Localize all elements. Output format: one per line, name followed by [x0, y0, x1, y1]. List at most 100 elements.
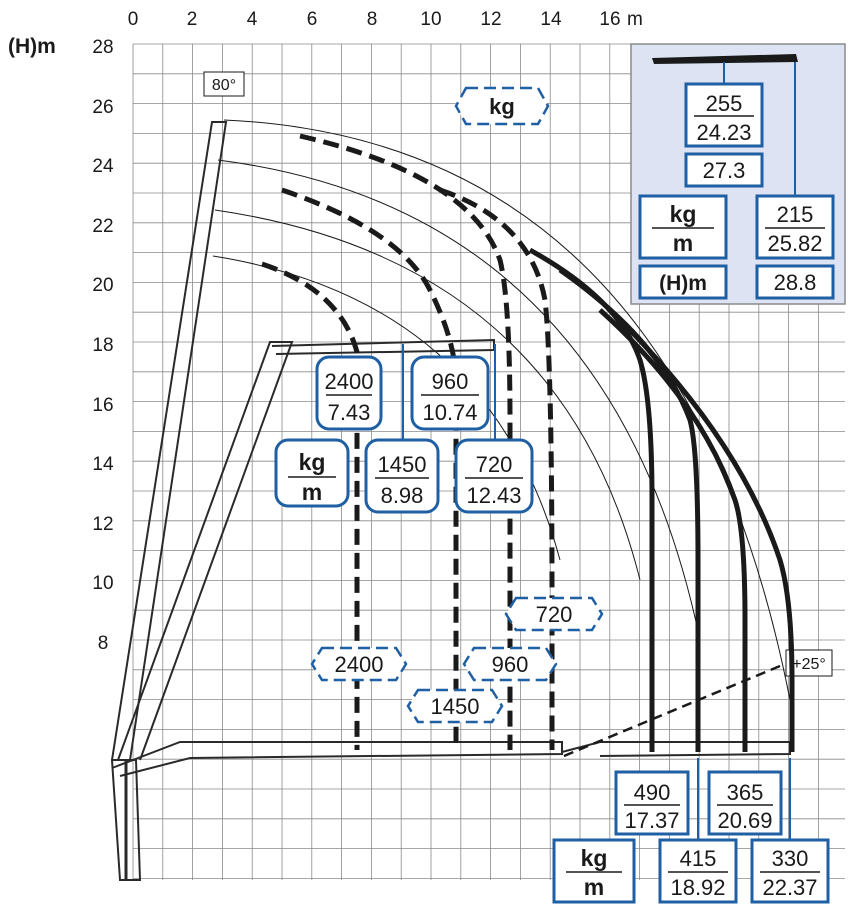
- tag-960-label: 960: [492, 652, 529, 677]
- kg-legend-label: kg: [489, 94, 515, 119]
- load-box-330-frame: [750, 838, 830, 904]
- boom-steep: [111, 121, 228, 761]
- load-box-490-frame: [614, 770, 690, 836]
- x-tick-14: 14: [540, 9, 562, 30]
- load-box-365: 365 20.69: [707, 770, 783, 836]
- crane-base: [110, 759, 142, 881]
- unit-lower-m: m: [584, 874, 604, 900]
- lower-connectors: [697, 758, 791, 840]
- upper-load-boxes: 2400 7.43 960 10.74 kg m 1450 8.98 720 1…: [274, 355, 534, 514]
- upper-connectors: [402, 344, 496, 440]
- load-330-kg: 330: [772, 846, 809, 871]
- inset-height-right-frame: [755, 264, 835, 300]
- load-box-960-frame: [410, 355, 490, 431]
- load-720-kg: 720: [476, 452, 513, 477]
- inset-height-top-frame: [684, 152, 764, 188]
- inset-height-top: 27.3: [703, 158, 746, 183]
- tag-720-shape: [504, 596, 604, 632]
- y-tick-18: 18: [92, 335, 113, 356]
- load-720-m: 12.43: [466, 483, 521, 508]
- dashed-curve-2400: [261, 261, 360, 750]
- solid-load-curves: [528, 247, 795, 752]
- load-960-m: 10.74: [422, 400, 477, 425]
- y-tick-20: 20: [92, 275, 113, 296]
- reach-arc-2: [214, 209, 641, 581]
- y-tick-10: 10: [92, 573, 113, 594]
- dashed-curve-720: [439, 187, 555, 750]
- inset-load-top-m: 24.23: [696, 120, 751, 145]
- y-axis: (H)m 28 26 24 22 20 18 16 14 12 10 8: [8, 35, 114, 654]
- lower-load-boxes: 490 17.37 365 20.69 kg m 415 18.92 330 2…: [552, 770, 830, 904]
- load-415-kg: 415: [680, 846, 717, 871]
- x-tick-8: 8: [367, 9, 378, 30]
- tag-2400-label: 2400: [335, 652, 384, 677]
- load-box-2400-frame: [315, 355, 383, 431]
- load-box-1450: 1450 8.98: [364, 438, 440, 514]
- inset-jib-icon: [652, 54, 798, 64]
- reach-arc-3: [217, 159, 701, 641]
- load-box-490: 490 17.37: [614, 770, 690, 836]
- y-tick-28: 28: [92, 37, 113, 58]
- y-tick-8: 8: [98, 633, 109, 654]
- solid-curve-330: [618, 318, 795, 752]
- load-box-2400: 2400 7.43: [315, 355, 383, 431]
- load-box-415: 415 18.92: [658, 838, 738, 904]
- unit-upper-m: m: [302, 479, 322, 505]
- y-tick-24: 24: [92, 156, 114, 177]
- inset-load-top-frame: [684, 82, 764, 148]
- load-490-kg: 490: [634, 780, 671, 805]
- load-365-kg: 365: [727, 780, 764, 805]
- boom-mid: [117, 341, 294, 761]
- inset-load-right-kg: 215: [777, 202, 814, 227]
- boom-low-jib: [561, 741, 791, 757]
- load-490-m: 17.37: [624, 808, 679, 833]
- tag-720-label: 720: [536, 602, 573, 627]
- reach-arcs: [212, 119, 791, 701]
- boom-low: [111, 741, 563, 777]
- tag-960-shape: [462, 646, 558, 682]
- load-960-kg: 960: [432, 369, 469, 394]
- unit-box-lower: kg m: [552, 838, 636, 904]
- inset-unit-kg: kg: [670, 201, 697, 227]
- solid-curve-415: [558, 267, 701, 752]
- inset-height-right: 28.8: [774, 270, 817, 295]
- x-tick-2: 2: [187, 9, 198, 30]
- angle-25-label: +25°: [792, 656, 826, 673]
- load-365-m: 20.69: [717, 808, 772, 833]
- tag-1450-label: 1450: [431, 694, 480, 719]
- y-tick-14: 14: [92, 454, 114, 475]
- unit-box-lower-frame: [552, 838, 636, 904]
- inset-unit-h: (H)m: [659, 272, 707, 295]
- inset-unit-h-frame: [638, 264, 728, 300]
- load-box-960: 960 10.74: [410, 355, 490, 431]
- angle-80-label: 80°: [212, 77, 236, 94]
- load-1450-kg: 1450: [378, 452, 427, 477]
- x-tick-4: 4: [247, 9, 258, 30]
- tag-2400-shape: [310, 646, 408, 682]
- inset-unit-m: m: [673, 230, 693, 256]
- unit-box-upper-frame: [274, 438, 350, 508]
- load-2400-m: 7.43: [328, 400, 371, 425]
- reach-arc-4: [223, 119, 791, 701]
- unit-box-upper: kg m: [274, 438, 350, 508]
- y-tick-26: 26: [92, 97, 113, 118]
- x-unit-label: m: [627, 9, 643, 30]
- solid-curve-365: [598, 308, 748, 752]
- load-2400-kg: 2400: [325, 369, 374, 394]
- load-box-720: 720 12.43: [454, 438, 534, 514]
- load-box-365-frame: [707, 770, 783, 836]
- y-tick-16: 16: [92, 395, 113, 416]
- x-axis: 0 2 4 6 8 10 12 14 16 m: [128, 9, 643, 30]
- inset-load-top-kg: 255: [706, 91, 743, 116]
- y-tick-12: 12: [92, 514, 113, 535]
- load-330-m: 22.37: [762, 875, 817, 900]
- dashed-curve-960: [299, 133, 513, 750]
- unit-upper-kg: kg: [299, 449, 326, 475]
- inset-load-right-frame: [755, 194, 835, 260]
- fly-jib-tag-labels: 2400 960 1450 720: [335, 602, 573, 719]
- load-box-720-frame: [454, 438, 534, 514]
- fly-jib-tags: [310, 596, 604, 724]
- inset-load-right-m: 25.82: [767, 231, 822, 256]
- load-1450-m: 8.98: [381, 483, 424, 508]
